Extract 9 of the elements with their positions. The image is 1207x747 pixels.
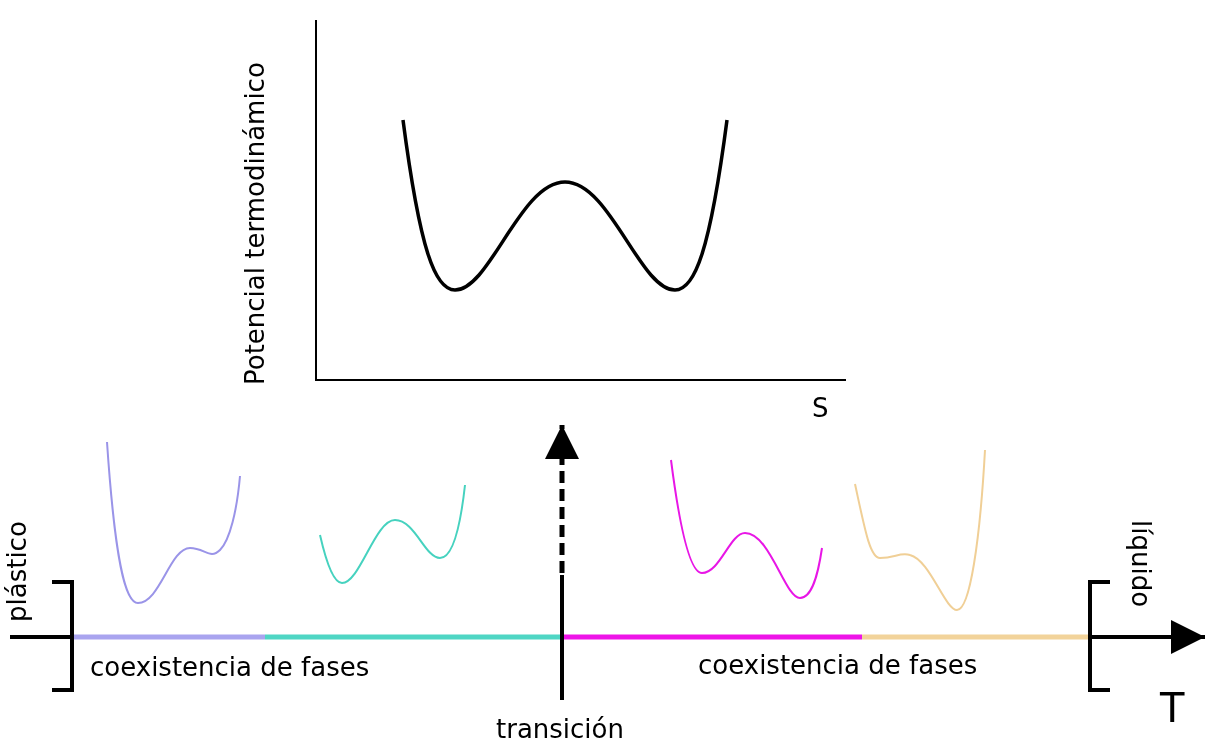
axis-label: Potencial termodinámico	[242, 62, 268, 385]
region-label: coexistencia de fases	[90, 654, 370, 680]
phase-label: líquido	[1128, 520, 1154, 608]
transition-label: transición	[496, 716, 624, 742]
axis-label: S	[812, 395, 829, 421]
region-label: coexistencia de fases	[698, 652, 978, 678]
dashed-arrow	[545, 425, 579, 573]
axis-label: T	[1160, 688, 1185, 728]
phase-label: plástico	[4, 521, 30, 622]
